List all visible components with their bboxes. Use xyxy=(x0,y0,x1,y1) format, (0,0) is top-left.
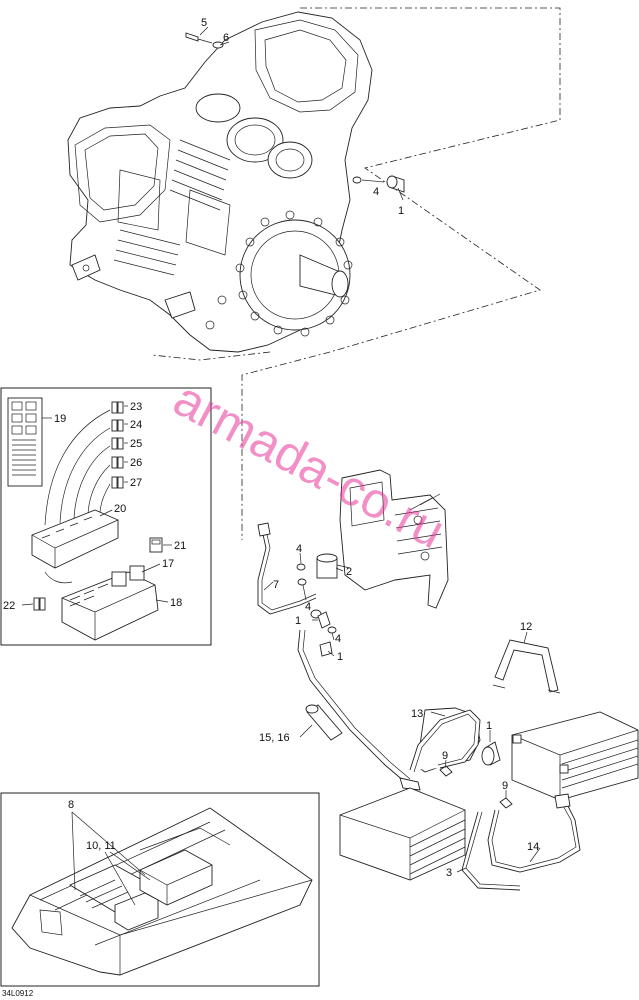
callout-24: 24 xyxy=(130,419,142,431)
callout-8: 8 xyxy=(68,799,74,811)
assembly-reference-lines xyxy=(151,7,561,540)
watermark-text: armada-co.ru xyxy=(165,370,454,559)
callout-18: 18 xyxy=(170,597,182,609)
callout-4: 4 xyxy=(296,543,302,555)
starter-bracket-assembly xyxy=(257,469,449,791)
callout-1: 1 xyxy=(295,615,301,627)
callout-1: 1 xyxy=(337,651,343,663)
callout-4: 4 xyxy=(335,633,341,645)
callout-23: 23 xyxy=(130,401,142,413)
callout-13: 13 xyxy=(411,708,423,720)
callout-15-16: 15, 16 xyxy=(259,732,290,744)
callout-21: 21 xyxy=(174,540,186,552)
callout-4: 4 xyxy=(373,186,379,198)
callout-12: 12 xyxy=(520,621,532,633)
fuse-box-inset xyxy=(0,387,212,646)
callout-4: 4 xyxy=(305,601,311,613)
frame-inset xyxy=(0,792,320,987)
callout-1: 1 xyxy=(486,720,492,732)
callout-6: 6 xyxy=(223,32,229,44)
diagram-code: 34L0912 xyxy=(2,989,34,998)
engine-assembly xyxy=(67,11,405,353)
callout-17: 17 xyxy=(162,558,174,570)
callout-labels: 1 4 5 6 2 4 4 4 1 1 7 12 13 1 9 9 15, 16… xyxy=(3,17,539,879)
callout-9: 9 xyxy=(502,780,508,792)
callout-27: 27 xyxy=(130,477,142,489)
callout-1: 1 xyxy=(398,205,404,217)
leader-lines xyxy=(21,26,541,906)
callout-10-11: 10, 11 xyxy=(86,840,116,852)
callout-9: 9 xyxy=(442,750,448,762)
callout-14: 14 xyxy=(527,841,539,853)
callout-25: 25 xyxy=(130,438,142,450)
callout-3: 3 xyxy=(446,867,452,879)
callout-22: 22 xyxy=(3,600,15,612)
callout-19: 19 xyxy=(54,413,66,425)
callout-26: 26 xyxy=(130,457,142,469)
callout-2: 2 xyxy=(346,566,352,578)
callout-5: 5 xyxy=(201,17,207,29)
callout-7: 7 xyxy=(273,579,279,591)
callout-20: 20 xyxy=(114,503,126,515)
battery-assembly xyxy=(339,639,639,891)
